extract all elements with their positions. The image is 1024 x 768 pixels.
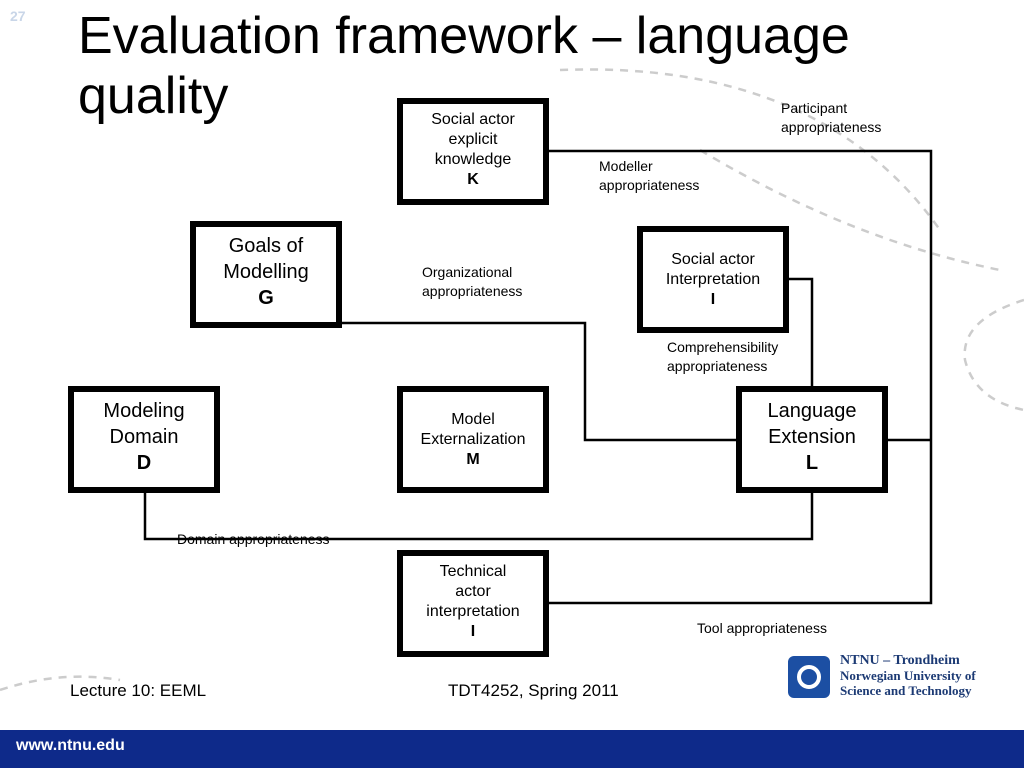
box-letter: M bbox=[466, 451, 480, 468]
organizational-line bbox=[341, 321, 739, 442]
box-line: Technical bbox=[439, 563, 507, 580]
title-line-1: Evaluation framework – language bbox=[78, 7, 850, 65]
box-line: actor bbox=[455, 583, 491, 600]
box-social-actor-knowledge: Social actor explicit knowledge K bbox=[397, 98, 549, 205]
box-line: Social actor bbox=[431, 111, 515, 128]
box-letter: G bbox=[258, 287, 274, 309]
label-line: Organizational bbox=[422, 264, 513, 280]
bottom-bar bbox=[0, 730, 1024, 768]
box-line: Language bbox=[767, 400, 857, 422]
ntnu-logo-icon bbox=[788, 656, 830, 698]
box-letter: I bbox=[470, 623, 476, 640]
label-modeller: Modeller appropriateness bbox=[599, 157, 699, 195]
comprehensibility-line bbox=[788, 277, 814, 390]
box-letter: L bbox=[805, 452, 819, 474]
logo-line-3: Science and Technology bbox=[840, 683, 972, 698]
label-line: appropriateness bbox=[422, 283, 523, 299]
title-line-2: quality bbox=[78, 67, 229, 125]
box-line: Model bbox=[451, 411, 495, 428]
box-letter: K bbox=[467, 171, 479, 188]
box-line: Goals of bbox=[228, 235, 304, 257]
box-line: Interpretation bbox=[665, 271, 761, 288]
label-line: appropriateness bbox=[667, 358, 768, 374]
label-tool: Tool appropriateness bbox=[697, 620, 827, 636]
label-domain: Domain appropriateness bbox=[177, 531, 330, 547]
logo-line-1: NTNU – Trondheim bbox=[840, 653, 960, 668]
box-letter: I bbox=[710, 291, 716, 308]
box-line: Modeling bbox=[103, 400, 185, 422]
box-line: Extension bbox=[768, 426, 856, 448]
box-letter: D bbox=[136, 452, 152, 474]
label-line: appropriateness bbox=[781, 119, 882, 135]
box-line: Externalization bbox=[420, 431, 526, 448]
label-participant: Participant appropriateness bbox=[781, 99, 881, 137]
label-line: Modeller bbox=[599, 158, 653, 174]
box-line: interpretation bbox=[426, 603, 520, 620]
logo-line-2: Norwegian University of bbox=[840, 668, 976, 683]
label-organizational: Organizational appropriateness bbox=[422, 263, 522, 301]
label-comprehensibility: Comprehensibility appropriateness bbox=[667, 338, 778, 376]
footer-url[interactable]: www.ntnu.edu bbox=[16, 737, 125, 754]
ntnu-logo-text: NTNU – Trondheim Norwegian University of… bbox=[840, 653, 976, 698]
domain-line bbox=[143, 492, 814, 541]
footer-course: TDT4252, Spring 2011 bbox=[448, 681, 619, 700]
label-line: Comprehensibility bbox=[667, 339, 779, 355]
box-model-externalization: Model Externalization M bbox=[397, 386, 549, 493]
box-line: knowledge bbox=[434, 151, 512, 168]
slide-number: 27 bbox=[10, 8, 26, 24]
slide-title: Evaluation framework – language quality bbox=[78, 6, 958, 126]
footer-lecture: Lecture 10: EEML bbox=[70, 681, 207, 700]
label-line: appropriateness bbox=[599, 177, 700, 193]
box-line: explicit bbox=[448, 131, 498, 148]
participant-line bbox=[548, 149, 933, 605]
box-line: Domain bbox=[109, 426, 179, 448]
box-modeling-domain: Modeling Domain D bbox=[68, 386, 220, 493]
box-line: Social actor bbox=[671, 251, 755, 268]
box-technical-actor: Technical actor interpretation I bbox=[397, 550, 549, 657]
box-social-actor-interpretation: Social actor Interpretation I bbox=[637, 226, 789, 333]
label-line: Participant bbox=[781, 100, 848, 116]
box-goals: Goals of Modelling G bbox=[190, 221, 342, 328]
box-language-extension: Language Extension L bbox=[736, 386, 888, 493]
box-line: Modelling bbox=[223, 261, 309, 283]
